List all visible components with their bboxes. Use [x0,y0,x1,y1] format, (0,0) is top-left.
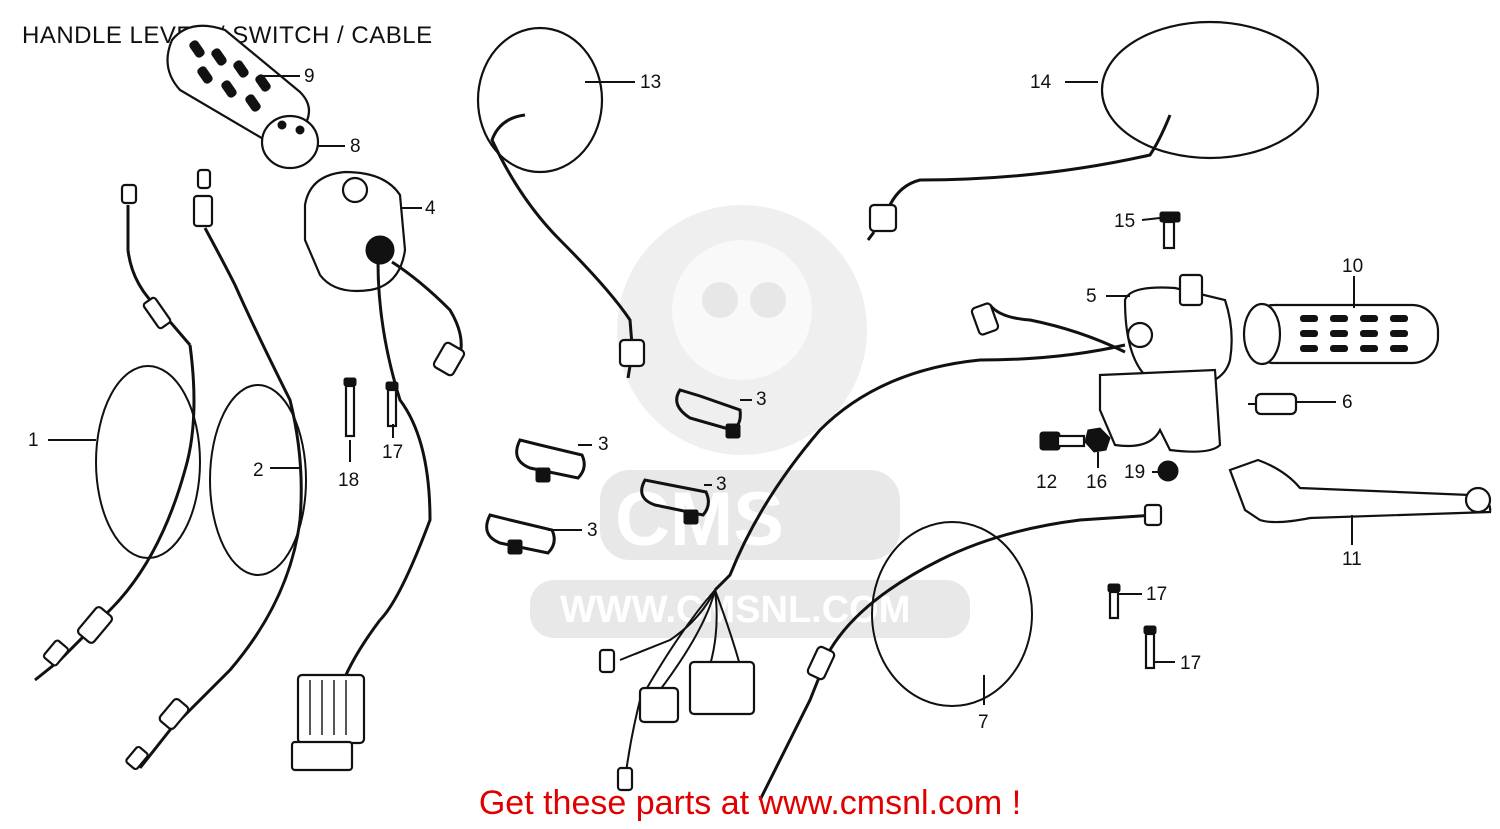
part-3-cable-clamp-d[interactable] [485,513,556,555]
part-6-switch-plunger[interactable] [1248,392,1298,416]
part-19-washer[interactable] [1157,460,1179,482]
part-17-screw-a[interactable] [385,381,399,428]
callout-4: 4 [425,198,436,219]
callout-17-c: 17 [1180,653,1201,674]
leader-lines [48,75,1355,705]
part-10-right-grip[interactable] [1242,302,1440,366]
callout-7: 7 [978,712,989,733]
callout-18: 18 [338,470,359,491]
callout-19: 19 [1124,462,1145,483]
part-15-screw[interactable] [1159,211,1181,250]
part-11-front-brake-lever[interactable] [1228,458,1492,524]
callout-10: 10 [1342,256,1363,277]
part-1-throttle-cable-a[interactable] [34,183,201,682]
watermark-site: WWW.CMSNL.COM [560,589,910,631]
part-2-throttle-cable-b[interactable] [125,168,307,771]
part-5-harness [598,589,756,792]
part-4-left-handle-switch[interactable] [290,170,466,772]
callout-12: 12 [1036,472,1057,493]
callout-14: 14 [1030,72,1052,93]
part-8-throttle-pipe[interactable] [260,114,320,170]
part-3-cable-clamp-a[interactable] [675,388,742,439]
part-5-right-handle-switch[interactable] [713,273,1233,592]
callout-3-b: 3 [598,434,609,455]
callout-labels: 1 2 3 3 3 3 4 5 6 7 8 9 10 11 12 13 14 1… [28,66,1363,733]
callout-8: 8 [350,136,361,157]
callout-6: 6 [1342,392,1353,413]
callout-1: 1 [28,430,39,451]
cms-watermark: CMS WWW.CMSNL.COM [530,205,970,638]
part-17-screw-c[interactable] [1143,625,1157,670]
part-12-bolt[interactable] [1039,431,1086,451]
callout-5: 5 [1086,286,1097,307]
part-17-screw-b[interactable] [1107,583,1121,620]
callout-9: 9 [304,66,315,87]
footer-cta[interactable]: Get these parts at www.cmsnl.com ! [478,784,1022,822]
callout-17-b: 17 [1146,584,1167,605]
callout-3-c: 3 [716,474,727,495]
part-16-nut[interactable] [1084,427,1111,453]
callout-3-d: 3 [587,520,598,541]
callout-2: 2 [253,460,264,481]
callout-13: 13 [640,72,661,93]
part-3-cable-clamp-b[interactable] [515,438,586,483]
callout-16: 16 [1086,472,1107,493]
callout-11: 11 [1342,549,1362,570]
part-3-cable-clamp-c[interactable] [640,478,710,525]
callout-17-a: 17 [382,442,403,463]
callout-15: 15 [1114,211,1135,232]
part-18-screw[interactable] [343,377,357,438]
part-13-left-mirror[interactable] [476,26,646,379]
part-14-right-mirror[interactable] [866,20,1320,241]
callout-3-a: 3 [756,389,767,410]
part-7-clutch-cable[interactable] [758,503,1163,801]
